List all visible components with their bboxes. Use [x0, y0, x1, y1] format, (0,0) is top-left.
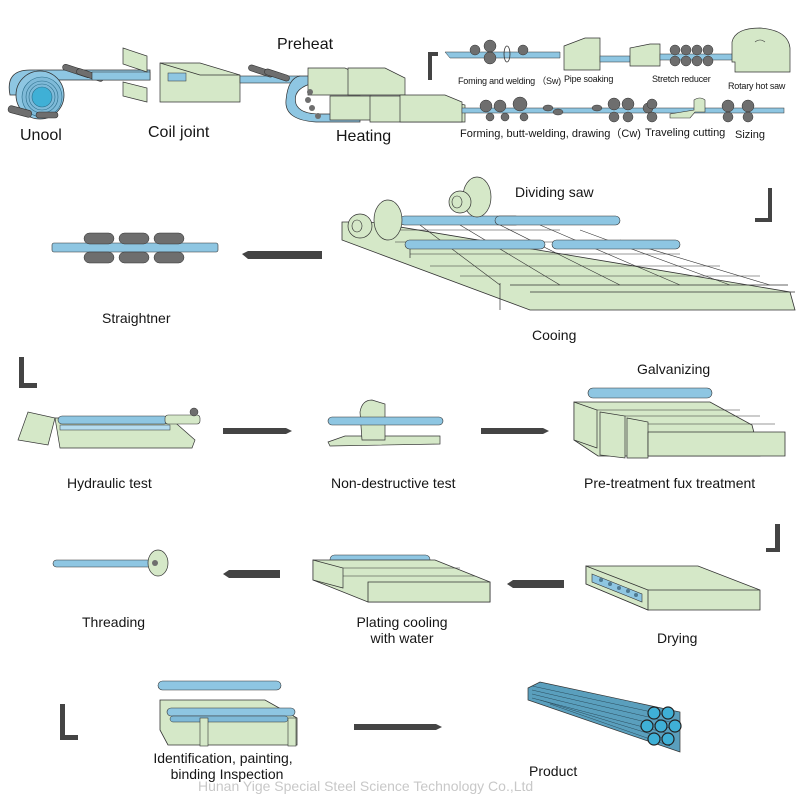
label-straightner: Straightner [102, 310, 171, 326]
label-drying: Drying [657, 630, 698, 646]
label-stretch-reducer: Stretch reducer [652, 74, 711, 84]
label-plating-cooling-2: with water [370, 630, 434, 646]
arrow-left-row2 [242, 251, 322, 259]
label-identification-2: binding Inspection [170, 766, 284, 782]
watermark: Hunan Yige Special Steel Science Technol… [198, 778, 534, 794]
label-plating-cooling-1: Plating cooling [356, 614, 448, 630]
label-forming-cw: Forming, butt-welding, drawing（Cw) [460, 128, 641, 140]
bracket-row4 [766, 524, 780, 552]
bracket-row5 [60, 704, 78, 740]
bracket-row2 [755, 188, 772, 222]
label-galvanizing: Galvanizing [637, 361, 711, 377]
identification-machine [157, 680, 298, 747]
plating-cooling-tank [312, 554, 491, 603]
arrow-right-row3a [223, 428, 292, 434]
label-pretreatment: Pre-treatment fux treatment [584, 475, 756, 491]
label-rotary-hot-saw: Rotary hot saw [728, 81, 786, 91]
arrow-left-row4b [507, 580, 564, 588]
label-pipe-soaking: Pipe soaking [564, 74, 614, 84]
label-heating: Heating [336, 128, 392, 145]
label-dividing-saw: Dividing saw [515, 184, 594, 200]
label-identification-1: Identification, painting, [153, 750, 293, 766]
label-threading: Threading [82, 614, 146, 630]
label-coil-joint: Coil joint [148, 124, 210, 141]
label-sizing: Sizing [735, 129, 765, 141]
hydraulic-test-machine [17, 407, 201, 449]
label-product: Product [529, 763, 578, 779]
label-forming-welding-sw: Foming and welding （Sw) [458, 76, 561, 86]
coil-joint-machine [91, 47, 301, 103]
label-traveling-cutting: Traveling cutting [645, 127, 726, 139]
arrow-right-row3b [481, 428, 549, 434]
label-non-destructive-test: Non-destructive test [331, 475, 456, 491]
label-unool: Unool [20, 127, 62, 144]
cooling-bed [341, 215, 796, 311]
arrow-left-row4a [223, 570, 280, 578]
drying-oven [585, 565, 761, 611]
galvanizing-tanks [573, 387, 786, 459]
uncoiler-machine [7, 63, 151, 120]
label-preheat: Preheat [277, 36, 334, 53]
label-hydraulic-test: Hydraulic test [67, 475, 152, 491]
threading-machine [52, 549, 169, 577]
product-pipe-bundle [527, 681, 682, 753]
dividing-saw [347, 176, 492, 241]
cw-forming-line [399, 94, 785, 123]
ndt-machine [327, 399, 444, 447]
label-cooing: Cooing [532, 327, 577, 343]
arrow-right-row5 [354, 724, 442, 730]
bracket-row3 [19, 357, 37, 388]
straightener-machine [51, 232, 219, 264]
sw-forming-line [444, 27, 791, 73]
bracket-top-left [428, 52, 438, 80]
